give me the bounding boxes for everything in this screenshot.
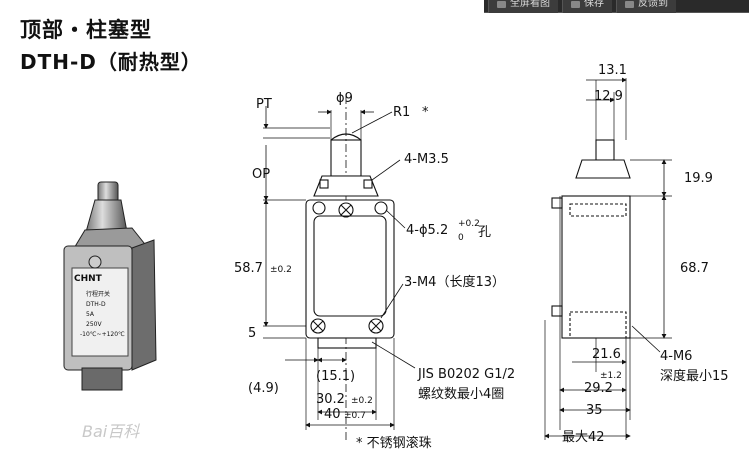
dim-30-2-tol: ±0.2	[351, 396, 373, 406]
product-photo: CHNT 行程开关 DTH-D 5A 250V -10℃~+120℃	[63, 181, 157, 391]
dim-29-2: 29.2	[584, 381, 613, 396]
fullscreen-button[interactable]: 全屏看图	[488, 0, 558, 13]
fullscreen-label: 全屏看图	[510, 0, 550, 9]
dim-58-7: 58.7	[234, 261, 263, 276]
product-label-line4: 250V	[86, 321, 102, 328]
r1-label: R1	[393, 105, 410, 120]
dim-12-9: 12.9	[594, 89, 623, 104]
hole-tol-lower: 0	[458, 233, 464, 243]
dim-68-7: 68.7	[680, 261, 709, 276]
dim-35: 35	[586, 403, 603, 418]
phi9-label: ϕ9	[336, 91, 353, 106]
hole-label: 4-ϕ5.2	[406, 223, 448, 238]
feedback-button[interactable]: 反馈到	[616, 0, 676, 13]
m4-label: 3-M4（长度13）	[404, 274, 505, 290]
image-viewer-toolbar: 全屏看图 保存 反馈到	[484, 0, 749, 13]
save-button[interactable]: 保存	[562, 0, 612, 13]
pt-label: PT	[256, 97, 272, 112]
feedback-label: 反馈到	[638, 0, 668, 9]
dim-19-9: 19.9	[684, 171, 713, 186]
m35-label: 4-M3.5	[404, 152, 449, 167]
dim-15-1: (15.1)	[316, 369, 355, 384]
op-label: OP	[252, 167, 270, 182]
footnote: * 不锈钢滚珠	[356, 435, 432, 451]
product-label-line5: -10℃~+120℃	[80, 331, 125, 338]
product-label-line2: DTH-D	[86, 301, 106, 308]
dim-30-2: 30.2	[316, 392, 345, 407]
product-label-line3: 5A	[86, 311, 95, 318]
dim-5: 5	[248, 326, 256, 341]
feedback-icon	[625, 1, 634, 8]
front-view-drawing	[263, 96, 416, 440]
thread-note: 螺纹数最小4圈	[418, 387, 504, 402]
dim-40: 40	[324, 407, 341, 422]
page-title: 顶部・柱塞型	[20, 18, 152, 42]
dim-29-2-tol: ±1.2	[600, 371, 622, 381]
dim-max-42: 最大42	[562, 430, 605, 445]
watermark: Bai百科	[82, 422, 140, 441]
fullscreen-icon	[497, 1, 506, 8]
dim-40-tol: ±0.7	[344, 411, 366, 421]
product-label-line1: 行程开关	[86, 290, 110, 298]
dim-4-9: (4.9)	[248, 381, 279, 396]
side-view-drawing	[544, 77, 672, 440]
save-label: 保存	[584, 0, 604, 9]
r1-star: *	[422, 105, 429, 120]
hole-tol-upper: +0.2	[458, 219, 480, 229]
thread-standard: JIS B0202 G1/2	[417, 367, 515, 382]
dim-58-7-tol: ±0.2	[270, 265, 292, 275]
m6-label: 4-M6	[660, 349, 692, 364]
m6-depth-label: 深度最小15	[660, 368, 729, 384]
page-subtitle: DTH-D（耐热型）	[20, 50, 202, 74]
dim-13-1: 13.1	[598, 63, 627, 78]
save-icon	[571, 1, 580, 8]
product-brand: CHNT	[74, 274, 103, 284]
hole-suffix: 孔	[478, 225, 491, 240]
dim-21-6: 21.6	[592, 347, 621, 362]
